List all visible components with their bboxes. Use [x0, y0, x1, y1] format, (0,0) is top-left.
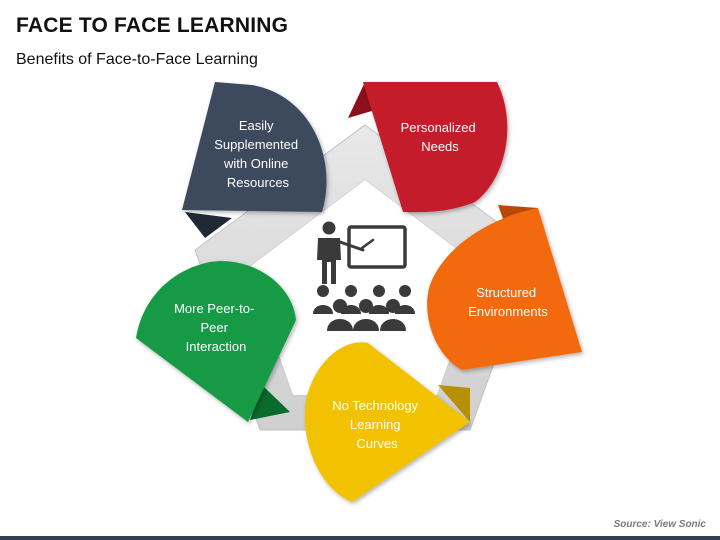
petal-label-line: No Technology [332, 398, 418, 413]
petal-fold [185, 212, 232, 238]
petal-label-line: Needs [421, 139, 459, 154]
petal-label: More Peer-to- Peer Interaction [174, 301, 258, 354]
page-title: FACE TO FACE LEARNING [16, 14, 289, 37]
petal-label-line: Interaction [186, 339, 247, 354]
petal-label-line: More Peer-to- [174, 301, 254, 316]
petal-label: Easily Supplemented with Online Resource… [214, 118, 301, 190]
pentagon-inner [248, 180, 482, 395]
bottom-accent-bar [0, 536, 720, 540]
petal-structured-environments: Structured Environments [427, 205, 582, 370]
petal-label: Personalized Needs [401, 120, 480, 154]
petal-label-line: Curves [356, 436, 398, 451]
petal-label: Structured Environments [468, 285, 548, 319]
petal-shape [182, 82, 327, 212]
petal-label: No Technology Learning Curves [332, 398, 421, 451]
petal-no-technology: No Technology Learning Curves [304, 342, 470, 502]
petal-shape [304, 342, 470, 502]
petal-label-line: with Online [223, 156, 288, 171]
petal-shape [427, 208, 582, 370]
petal-label-line: Easily [239, 118, 274, 133]
petal-personalized-needs: Personalized Needs [348, 82, 508, 213]
petal-label-line: Resources [227, 175, 290, 190]
petal-label-line: Structured [476, 285, 536, 300]
teacher-classroom-icon [313, 221, 415, 331]
petal-easily-supplemented: Easily Supplemented with Online Resource… [182, 82, 327, 238]
petal-shape [363, 82, 508, 213]
petal-label-line: Supplemented [214, 137, 298, 152]
petal-peer-interaction: More Peer-to- Peer Interaction [136, 261, 296, 422]
petal-shape [136, 261, 296, 422]
petal-label-line: Peer [200, 320, 228, 335]
petal-label-line: Personalized [401, 120, 476, 135]
petal-fold [438, 385, 470, 422]
petal-label-line: Learning [350, 417, 401, 432]
page-subtitle: Benefits of Face-to-Face Learning [16, 51, 258, 68]
source-note: Source: View Sonic [613, 519, 706, 530]
petal-label-line: Environments [468, 304, 548, 319]
